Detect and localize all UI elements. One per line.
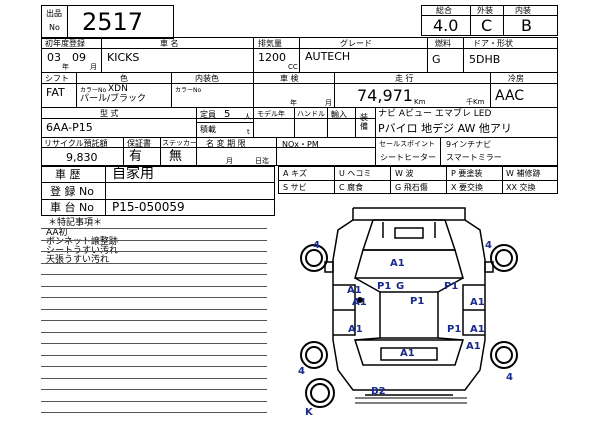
mark-rear-quarter: A1 [466,341,481,352]
mark-front-door-l: A1 [352,297,367,308]
label-mileage: 走 行 [395,74,414,83]
grade-box [421,5,558,36]
note-rule [41,239,267,241]
label-ac: 冷房 [508,74,524,83]
mark-roof: P1 [410,296,425,307]
note-rule [41,343,267,344]
lot-label-top: 出品 [46,9,62,18]
capacity: 5 [224,109,231,120]
label-fuel: 燃料 [435,39,451,48]
first-reg-year: 03 [47,51,61,64]
lot-box [41,5,174,39]
note-rule [41,308,267,310]
label-equipment: 装備 [360,113,368,131]
car-model: KICKS [107,51,140,64]
sales-point-3: スマートミラー [446,153,502,162]
shift: FAT [46,86,65,99]
grade: AUTECH [305,50,351,63]
note-rule [41,366,267,367]
note-rule [41,320,267,321]
chassis-number: P15-050059 [112,200,185,214]
mark-wheel-fr: 4 [485,240,492,251]
lot-number: 2517 [82,8,144,36]
note-rule [41,389,267,390]
note-rule [41,331,267,333]
sales-point-1: 9インチナビ [446,140,492,149]
grade-label-interior: 内装 [515,6,531,15]
mark-wheel-fl: 4 [313,240,320,251]
mark-front-fender-l: A1 [347,285,362,296]
first-reg-month: 09 [72,51,86,64]
label-first-reg: 初年度登録 [45,39,85,48]
grade-label-exterior: 外装 [477,6,493,15]
exterior-grade: C [481,16,493,35]
mark-wheel-rl: 4 [298,366,305,377]
mileage: 74,971 [357,86,413,105]
mark-rear-bumper: B2 [371,386,386,397]
displacement: 1200 [258,51,286,64]
body-type: 5DHB [469,53,501,66]
mark-spare-tire: K [305,407,313,418]
history-box [41,166,275,216]
note-rule [41,400,267,402]
note-rule [41,251,267,252]
mark-front-door-r: A1 [470,297,485,308]
label-displacement: 排気量 [258,39,282,48]
sticker: 無 [169,149,183,164]
label-int-color: 内装色 [195,74,219,83]
mark-rear-door-r: A1 [470,324,485,335]
label-shift: シフト [45,74,69,83]
air-conditioning: AAC [495,88,525,104]
label-inspection: 車 検 [280,74,299,83]
mark-rear-gate: A1 [400,348,415,359]
color-number: XDN [108,84,128,94]
note-rule [41,285,267,287]
label-door-body: ドア・形状 [473,39,513,48]
warranty: 有 [129,149,143,164]
mark-pillar-r: P1 [444,281,459,292]
mark-windshield-p: P1 [377,281,392,292]
mark-wheel-rr: 4 [506,372,513,383]
note-line-2: ボンネット譲整跡 [46,237,118,247]
model-type: 6AA-P15 [46,121,93,134]
note-line-1: AA初 [46,228,68,238]
note-rule [41,377,267,379]
note-rule [41,262,267,264]
note-rule [41,274,267,275]
vehicle-history: 自家用 [112,166,154,182]
label-color: 色 [120,74,128,83]
grade-label-overall: 総合 [436,6,452,15]
label-type: 型 式 [100,109,119,118]
note-rule [41,412,267,413]
mark-hood: A1 [390,258,405,269]
equipment-line-1: ナビ Aビュー エマブレ LED [378,109,492,119]
color: パール/ブラック [80,94,147,104]
note-line-4: 天張うすい汚れ [46,255,110,265]
fuel: G [432,53,441,66]
sales-point-2: シートヒーター [380,153,436,162]
interior-grade: B [521,16,532,35]
lot-label-bottom: No [49,23,60,32]
label-car-name: 車 名 [160,39,179,48]
note-rule [41,228,267,229]
label-grade: グレード [340,39,372,48]
notes-title: ＊特記事項＊ [48,218,103,228]
mark-rear-door-r-p: P1 [447,324,462,335]
mark-windshield-g: G [396,281,405,292]
car-damage-diagram [300,207,518,408]
equipment-line-2: Pバイロ 地デジ AW 他アリ [378,122,512,135]
note-rule [41,297,267,298]
overall-grade: 4.0 [433,16,459,35]
mark-rear-door-l: A1 [348,324,363,335]
recycle-fee: 9,830 [66,151,98,164]
note-rule [41,354,267,356]
